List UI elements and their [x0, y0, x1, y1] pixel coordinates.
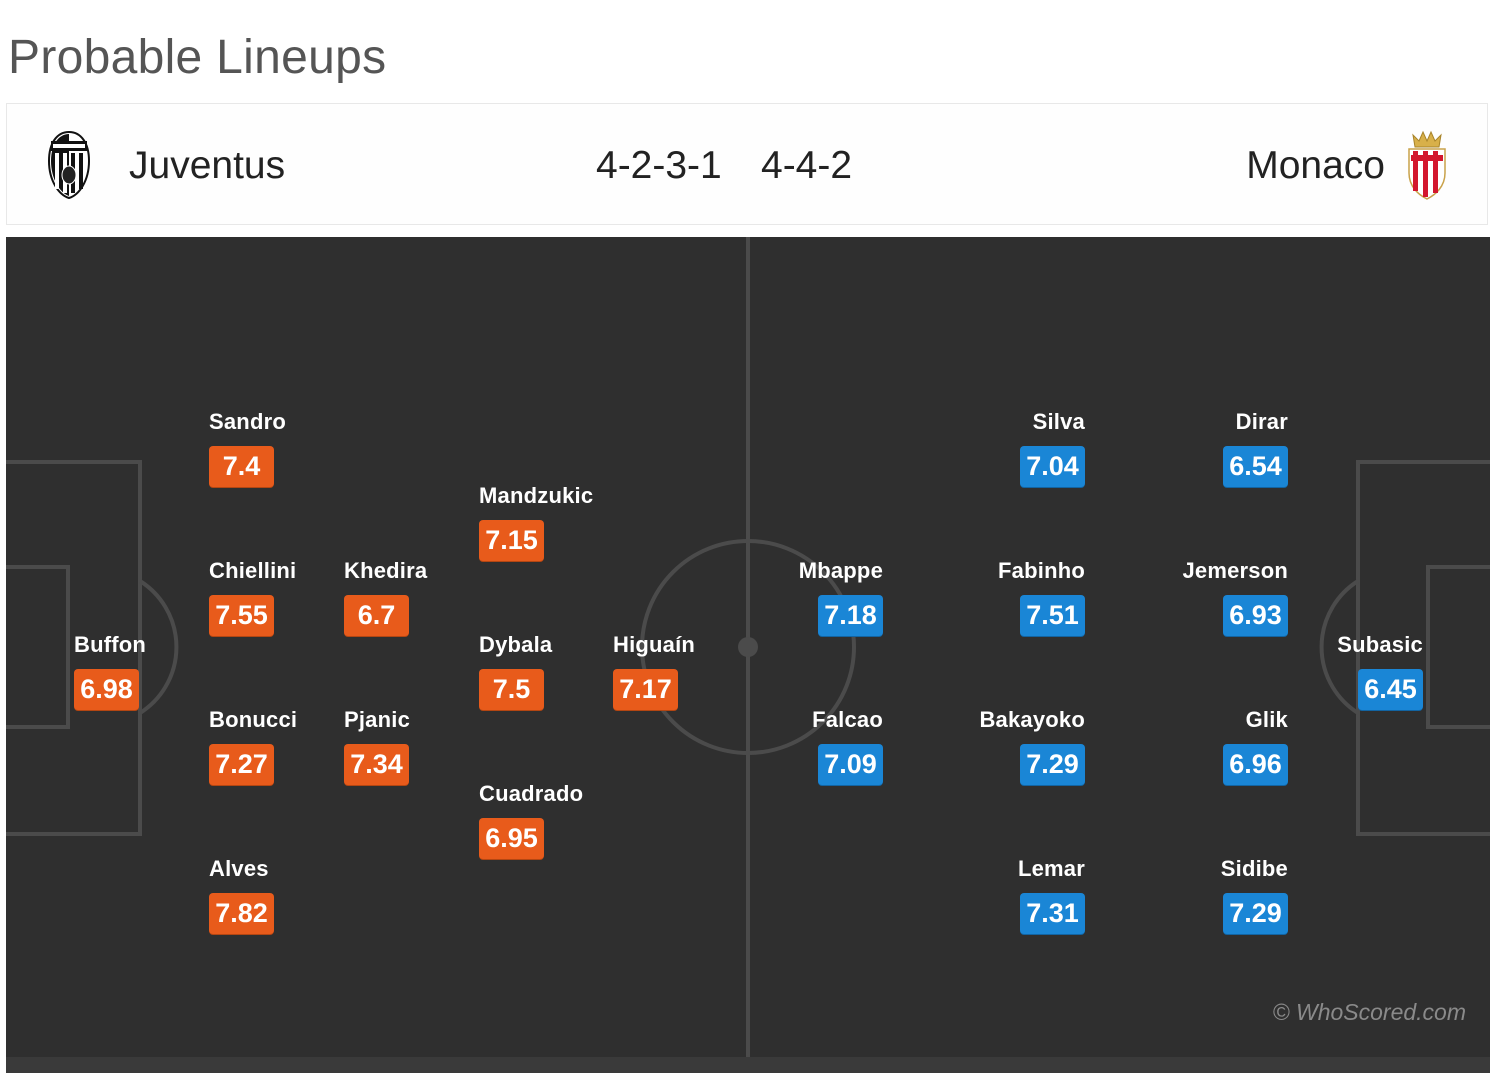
- match-header: Juventus 4-2-3-1 4-4-2 Monaco: [6, 103, 1488, 225]
- player-rating: 7.17: [613, 669, 678, 710]
- player-rating: 7.4: [209, 446, 274, 487]
- player-rating: 7.18: [818, 595, 883, 636]
- player-rating: 7.29: [1223, 893, 1288, 934]
- player-lemar[interactable]: Lemar 7.31: [925, 856, 1085, 936]
- player-name: Mandzukic: [479, 483, 594, 508]
- player-rating: 6.93: [1223, 595, 1288, 636]
- away-team-name[interactable]: Monaco: [1246, 144, 1385, 187]
- player-rating: 7.15: [479, 520, 544, 561]
- player-fabinho[interactable]: Fabinho 7.51: [925, 558, 1085, 638]
- player-name: Bakayoko: [979, 707, 1085, 732]
- player-alves[interactable]: Alves 7.82: [209, 856, 369, 936]
- player-rating: 7.55: [209, 595, 274, 636]
- player-khedira[interactable]: Khedira 6.7: [344, 558, 504, 638]
- player-name: Dirar: [1235, 409, 1288, 434]
- player-name: Alves: [209, 856, 269, 881]
- player-name: Bonucci: [209, 707, 298, 732]
- juventus-crest-icon[interactable]: [47, 130, 91, 204]
- football-pitch: Buffon 6.98 Sandro 7.4 Chiellini 7.55 Bo…: [6, 237, 1490, 1073]
- player-rating: 6.98: [74, 669, 139, 710]
- player-rating: 6.7: [344, 595, 409, 636]
- player-mbappe[interactable]: Mbappe 7.18: [723, 558, 883, 638]
- player-bonucci[interactable]: Bonucci 7.27: [209, 707, 369, 787]
- monaco-crest-icon[interactable]: [1405, 129, 1449, 206]
- player-chiellini[interactable]: Chiellini 7.55: [209, 558, 369, 638]
- player-rating: 6.96: [1223, 744, 1288, 785]
- player-name: Pjanic: [344, 707, 411, 732]
- player-rating: 7.34: [344, 744, 409, 785]
- player-name: Buffon: [74, 632, 147, 657]
- player-name: Dybala: [479, 632, 553, 657]
- player-rating: 7.31: [1020, 893, 1085, 934]
- player-pjanic[interactable]: Pjanic 7.34: [344, 707, 504, 787]
- player-rating: 7.29: [1020, 744, 1085, 785]
- player-rating: 6.45: [1358, 669, 1423, 710]
- player-name: Fabinho: [998, 558, 1085, 583]
- player-falcao[interactable]: Falcao 7.09: [723, 707, 883, 787]
- home-team-name[interactable]: Juventus: [129, 144, 286, 187]
- player-name: Subasic: [1337, 632, 1423, 657]
- player-name: Lemar: [1017, 856, 1085, 881]
- player-bakayoko[interactable]: Bakayoko 7.29: [925, 707, 1085, 787]
- pitch-bottom-strip: [6, 1057, 1490, 1073]
- home-formation: 4-2-3-1: [596, 144, 722, 187]
- player-glik[interactable]: Glik 6.96: [1128, 707, 1288, 787]
- player-higuain[interactable]: Higuaín 7.17: [613, 632, 773, 712]
- player-name: Sandro: [209, 409, 286, 434]
- player-name: Silva: [1032, 409, 1085, 434]
- player-rating: 7.51: [1020, 595, 1085, 636]
- player-name: Sidibe: [1220, 856, 1288, 881]
- player-rating: 7.09: [818, 744, 883, 785]
- player-rating: 7.82: [209, 893, 274, 934]
- player-name: Jemerson: [1182, 558, 1288, 583]
- away-formation: 4-4-2: [761, 144, 853, 187]
- player-sidibe[interactable]: Sidibe 7.29: [1128, 856, 1288, 936]
- player-mandzukic[interactable]: Mandzukic 7.15: [479, 483, 639, 563]
- player-rating: 7.5: [479, 669, 544, 710]
- player-rating: 6.54: [1223, 446, 1288, 487]
- player-jemerson[interactable]: Jemerson 6.93: [1128, 558, 1288, 638]
- player-silva[interactable]: Silva 7.04: [925, 409, 1085, 489]
- player-name: Glik: [1245, 707, 1288, 732]
- player-name: Cuadrado: [479, 781, 584, 806]
- player-sandro[interactable]: Sandro 7.4: [209, 409, 369, 489]
- player-rating: 7.04: [1020, 446, 1085, 487]
- player-name: Chiellini: [209, 558, 297, 583]
- player-subasic[interactable]: Subasic 6.45: [1263, 632, 1423, 712]
- player-name: Mbappe: [798, 558, 883, 583]
- player-name: Falcao: [812, 707, 883, 732]
- player-rating: 6.95: [479, 818, 544, 859]
- player-buffon[interactable]: Buffon 6.98: [74, 632, 234, 712]
- player-cuadrado[interactable]: Cuadrado 6.95: [479, 781, 639, 861]
- player-name: Khedira: [344, 558, 428, 583]
- player-rating: 7.27: [209, 744, 274, 785]
- pitch-lines: [6, 237, 1490, 1057]
- page-title: Probable Lineups: [8, 31, 387, 84]
- player-dirar[interactable]: Dirar 6.54: [1128, 409, 1288, 489]
- player-name: Higuaín: [613, 632, 696, 657]
- watermark: © WhoScored.com: [1272, 999, 1466, 1025]
- player-dybala[interactable]: Dybala 7.5: [479, 632, 639, 712]
